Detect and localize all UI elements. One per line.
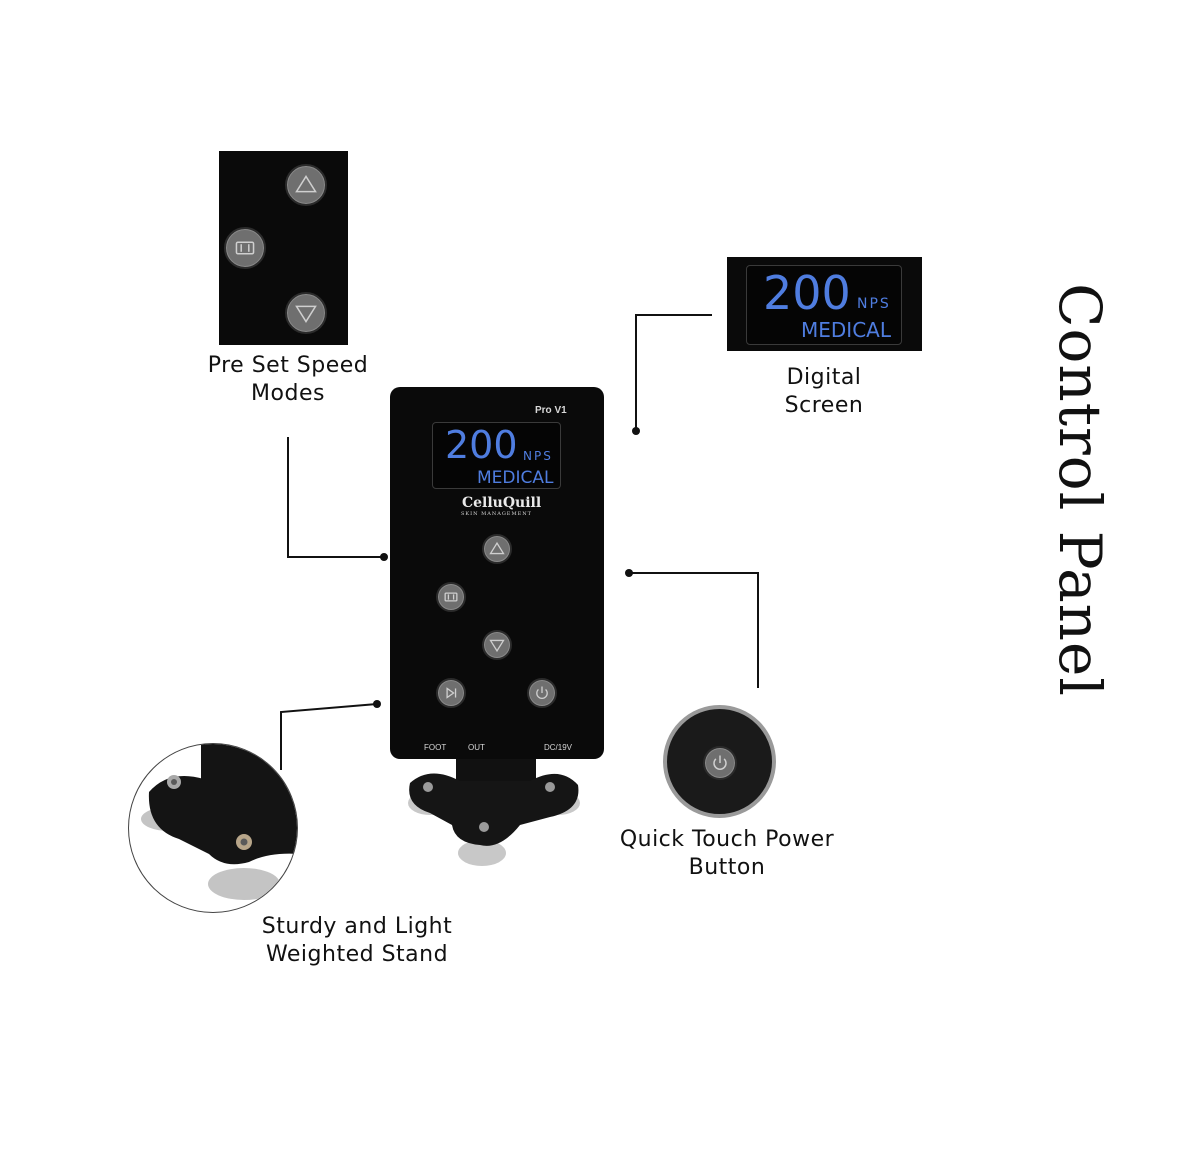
preset-label-line1: Pre Set Speed [207, 353, 369, 378]
connector-dot-power [625, 569, 633, 577]
screen-label-line2: Screen [784, 393, 864, 418]
down-button[interactable] [482, 630, 512, 660]
device-unit: NPS [523, 449, 553, 463]
port-foot: FOOT [424, 743, 447, 752]
stand-inset [128, 743, 298, 913]
screen-inset-value: 200 [763, 266, 851, 320]
connector-screen [635, 314, 712, 431]
up-triangle-icon [489, 541, 505, 555]
down-triangle-icon [295, 305, 317, 323]
inset-up-button [285, 164, 327, 206]
power-label: Quick Touch Power Button [596, 826, 858, 882]
inset-mode-button [224, 227, 266, 269]
stand-closeup-image [141, 744, 297, 900]
mode-button[interactable] [436, 582, 466, 612]
screen-inset-lcd: 200 NPS MEDICAL [746, 265, 902, 345]
inset-down-button [285, 292, 327, 334]
power-inset-button [703, 746, 737, 780]
power-label-line1: Quick Touch Power [619, 827, 835, 852]
device-lcd: 200 NPS MEDICAL [432, 422, 561, 489]
stand-label-line2: Weighted Stand [265, 942, 449, 967]
brand-logo: CelluQuill [462, 495, 542, 511]
power-label-line2: Button [688, 855, 766, 880]
mode-icon [235, 241, 255, 255]
down-triangle-icon [489, 639, 505, 653]
device-stand [408, 755, 580, 866]
preset-label-line2: Modes [251, 381, 325, 406]
preset-label: Pre Set Speed Modes [188, 352, 388, 408]
connector-power [629, 572, 759, 688]
connector-dot-screen [632, 427, 640, 435]
power-button[interactable] [527, 678, 557, 708]
play-pause-button[interactable] [436, 678, 466, 708]
mode-icon [444, 592, 458, 602]
power-icon [536, 686, 548, 700]
up-button[interactable] [482, 534, 512, 564]
connector-dot-preset [380, 553, 388, 561]
screen-inset: 200 NPS MEDICAL [727, 257, 922, 351]
play-pause-icon [446, 687, 457, 699]
model-label: Pro V1 [535, 405, 567, 416]
stand-label-line1: Sturdy and Light [261, 914, 453, 939]
device-value: 200 [445, 423, 518, 467]
screen-label-line1: Digital [786, 365, 862, 390]
port-out: OUT [468, 743, 485, 752]
connector-stand [280, 703, 378, 770]
control-device: Pro V1 200 NPS MEDICAL CelluQuill SKIN M… [390, 387, 604, 759]
stand-label: Sturdy and Light Weighted Stand [232, 913, 482, 969]
screen-label: Digital Screen [734, 364, 914, 420]
up-triangle-icon [295, 175, 317, 193]
connector-dot-stand [373, 700, 381, 708]
brand-subtitle: SKIN MANAGEMENT [461, 511, 532, 517]
power-icon [713, 755, 727, 770]
preset-inset [219, 151, 348, 345]
connector-preset [287, 437, 384, 558]
port-dc: DC/19V [544, 743, 573, 752]
device-mode: MEDICAL [477, 468, 554, 488]
screen-inset-mode: MEDICAL [801, 318, 891, 342]
screen-inset-unit: NPS [857, 296, 891, 312]
power-inset [663, 705, 776, 818]
